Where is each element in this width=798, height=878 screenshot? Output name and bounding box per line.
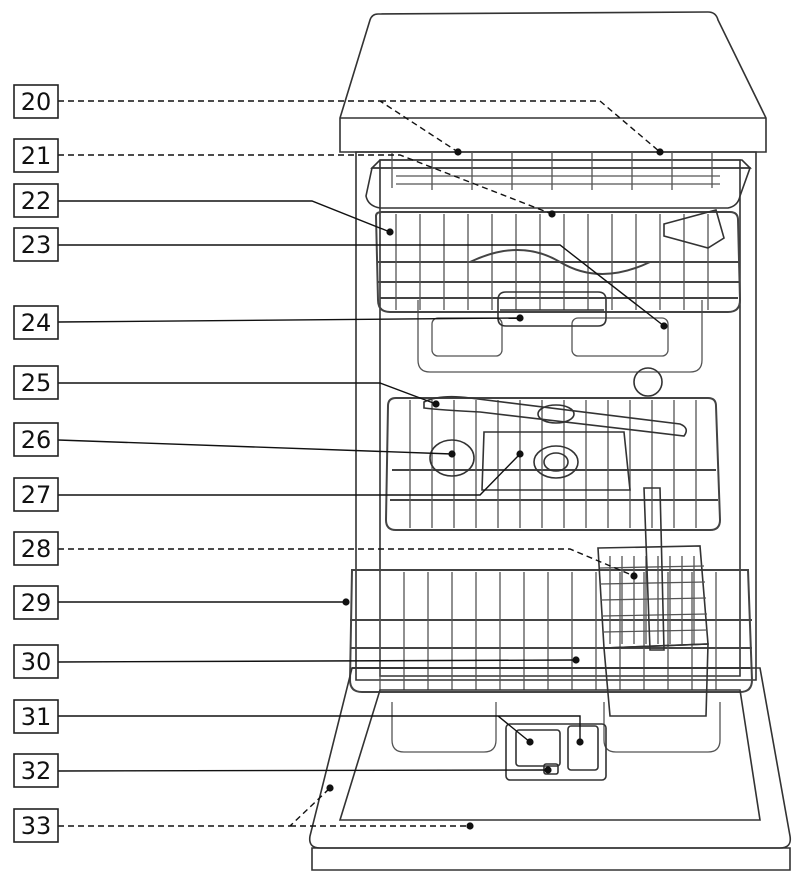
callout-26-text: 26 <box>21 426 52 454</box>
leader-33 <box>58 787 470 827</box>
callout-33: 33 <box>13 808 59 843</box>
callout-26: 26 <box>13 422 59 457</box>
leader-28 <box>58 548 635 577</box>
callout-30-text: 30 <box>21 648 52 676</box>
middle-spray-arm <box>423 395 688 437</box>
leader-20 <box>58 100 661 153</box>
callout-28-text: 28 <box>21 535 52 563</box>
callout-20-text: 20 <box>21 88 52 116</box>
leader-26 <box>57 439 453 455</box>
door <box>308 667 792 871</box>
callout-32: 32 <box>13 753 59 788</box>
leader-24 <box>57 317 521 323</box>
leader-23 <box>58 244 665 327</box>
callout-31: 31 <box>13 699 59 734</box>
leader-lines <box>57 100 665 827</box>
callout-20: 20 <box>13 84 59 119</box>
middle-basket <box>384 395 722 531</box>
leader-27 <box>58 453 521 496</box>
callout-23-text: 23 <box>21 231 52 259</box>
callout-29-text: 29 <box>21 589 52 617</box>
leader-32 <box>57 769 549 772</box>
callout-24: 24 <box>13 305 59 340</box>
callout-labels: 20 21 22 23 24 25 26 27 <box>13 84 59 843</box>
callout-31-text: 31 <box>21 703 52 731</box>
callout-25: 25 <box>13 365 59 400</box>
callout-28: 28 <box>13 531 59 566</box>
worktop <box>339 11 767 153</box>
callout-23: 23 <box>13 227 59 262</box>
upper-spray-arm <box>497 291 607 327</box>
upper-basket <box>374 209 742 327</box>
callout-22: 22 <box>13 183 59 218</box>
leader-25 <box>58 382 437 405</box>
callout-29: 29 <box>13 585 59 620</box>
cutlery-drawer <box>365 152 752 209</box>
leader-31 <box>58 715 581 743</box>
leader-21 <box>58 154 553 215</box>
callout-33-text: 33 <box>21 812 52 840</box>
callout-25-text: 25 <box>21 369 52 397</box>
leader-22 <box>58 200 391 233</box>
callout-32-text: 32 <box>21 757 52 785</box>
callout-30: 30 <box>13 644 59 679</box>
callout-27-text: 27 <box>21 481 52 509</box>
cutlery-basket <box>597 487 709 717</box>
callout-21-text: 21 <box>21 142 52 170</box>
leader-30 <box>57 659 577 663</box>
callout-21: 21 <box>13 138 59 173</box>
salt-container-cap <box>429 439 475 477</box>
dishwasher-illustration <box>308 11 792 871</box>
callout-27: 27 <box>13 477 59 512</box>
cabinet-body <box>355 151 757 681</box>
filter-system <box>481 431 631 491</box>
callout-22-text: 22 <box>21 187 52 215</box>
detergent-dispenser <box>505 723 607 781</box>
callout-24-text: 24 <box>21 309 52 337</box>
